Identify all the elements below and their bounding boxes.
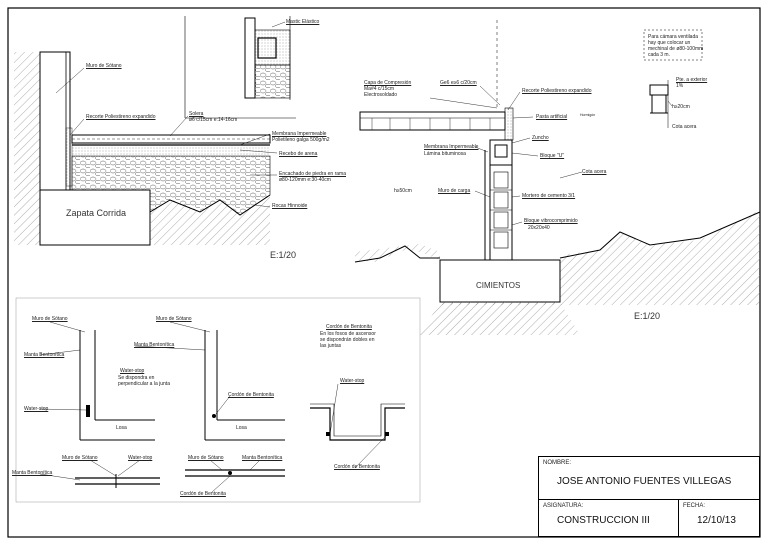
bottom-waterproofing-detail (15, 297, 421, 503)
label-pasta: Pasta artificial (536, 114, 568, 120)
label-muro-sotano: Muro de Sótano (86, 63, 122, 69)
label-waterstop-pit: Water-stop (340, 378, 365, 384)
label-bloque-u: Bloque "U" (540, 153, 565, 159)
label-encachado: Encachado de piedra en rama (279, 171, 346, 177)
label-h20: h≥20cm (672, 104, 690, 110)
label-cordon-1: Cordón de Bentonita (228, 392, 274, 398)
label-membrana-right: Membrana Impermeable (424, 144, 479, 150)
label-cimientos: CIMIENTOS (476, 281, 521, 290)
label-rocas: Rocas Hinnoide (272, 203, 308, 209)
label-ge: Ge6 e≥6 c/20cm (440, 80, 477, 86)
label-muro-4: Muro de Sótano (188, 455, 224, 461)
label-recorte-right: Recorte Poliestireno expandido (522, 88, 592, 94)
label-membrana: Membrana Impermeable (272, 131, 327, 137)
nombre-label: NOMBRE: (543, 460, 572, 466)
label-waterstop-2: Se dispondra en (118, 375, 155, 381)
label-pte: Pte. a exterior (676, 77, 708, 83)
scale-left: E:1/20 (270, 250, 297, 260)
label-muro-1: Muro de Sótano (32, 316, 68, 322)
nombre-value: JOSE ANTONIO FUENTES VILLEGAS (557, 476, 732, 487)
label-cota-acera-2: Cota acera (672, 124, 697, 130)
title-block-name-cell: NOMBRE: JOSE ANTONIO FUENTES VILLEGAS (539, 457, 759, 500)
label-cordon-4: Cordón de Bentonita (180, 491, 226, 497)
label-mortero: Mortero de cemento 3/1 (522, 193, 576, 199)
label-camara-1: Para cámara ventilada (648, 34, 699, 40)
fecha-value: 12/10/13 (697, 515, 736, 526)
label-zapata: Zapata Corrida (66, 208, 127, 218)
label-cordon-desc2: se dispondrán dobles en (320, 337, 375, 343)
label-cordon-desc1: En los fosos de ascensor (320, 331, 376, 337)
label-zuncho: Zuncho (532, 135, 549, 141)
label-capa-spec1: Ma#4 c/15cm (364, 86, 395, 92)
label-camara-3: mechinal de ø80-100mm (648, 46, 704, 52)
label-losa-1: Losa (116, 425, 127, 431)
label-capa: Capa de Compresión (364, 80, 412, 86)
label-h50: h≥50cm (394, 188, 412, 194)
label-pct: 1% (676, 83, 684, 89)
left-foundation-detail (14, 16, 296, 246)
asignatura-label: ASIGNATURA: (543, 503, 584, 509)
asignatura-value: CONSTRUCCION III (557, 515, 650, 526)
label-waterstop-3: perpendicular a la junta (118, 381, 170, 387)
label-camara-2: hay que colocar un (648, 40, 691, 46)
title-block-date-cell: FECHA: 12/10/13 (679, 500, 759, 536)
fecha-label: FECHA: (683, 503, 706, 509)
label-cota-acera-1: Cota acera (582, 169, 607, 175)
label-solera-spec: ø6 c/15cm e:14-16cm (189, 117, 238, 123)
title-block-subject-cell: ASIGNATURA: CONSTRUCCION III (539, 500, 679, 536)
label-bloque-vibro: Bloque vibrocomprimido (524, 218, 578, 224)
label-hormigon: Hormigón (580, 113, 596, 117)
right-foundation-detail (354, 20, 761, 335)
label-manta-1: Manta Bentonítica (24, 352, 65, 358)
label-bloque-dim: 20x20x40 (528, 225, 550, 231)
label-solera: Solera (189, 111, 204, 117)
label-muro-carga: Muro de carga (438, 188, 471, 194)
label-mastic: Mastic Elástico (286, 19, 320, 25)
label-manta-4: Manta Bentonítica (242, 455, 283, 461)
label-waterstop-left: Water-stop (24, 406, 49, 412)
label-cordon-desc3: las juntas (320, 343, 342, 349)
label-losa-2: Losa (236, 425, 247, 431)
label-muro-2: Muro de Sótano (156, 316, 192, 322)
label-capa-spec2: Electrosoldado (364, 92, 398, 98)
label-encachado-spec: ø80-120mm e:30-40cm (279, 177, 331, 183)
label-manta-2: Manta Bentonítica (134, 342, 175, 348)
label-membrana-spec: Polietileno galga 500g/m2 (272, 137, 330, 143)
label-recebo: Recebo de arena (279, 151, 318, 157)
scale-right: E:1/20 (634, 311, 661, 321)
label-cordon-title: Cordón de Bentonita (326, 324, 372, 330)
label-recorte: Recorte Poliestireno expandido (86, 114, 156, 120)
label-waterstop-1: Water-stop (120, 368, 145, 374)
title-block: NOMBRE: JOSE ANTONIO FUENTES VILLEGAS AS… (538, 456, 760, 537)
label-muro-3: Muro de Sótano (62, 455, 98, 461)
label-manta-3: Manta Bentonítica (12, 470, 53, 476)
label-cordon-pit: Cordón de Bentonita (334, 464, 380, 470)
label-lamina: Lámina bituminosa (424, 151, 466, 157)
label-camara-4: cada 3 m. (648, 52, 670, 58)
label-waterstop-3b: Water-stop (128, 455, 153, 461)
